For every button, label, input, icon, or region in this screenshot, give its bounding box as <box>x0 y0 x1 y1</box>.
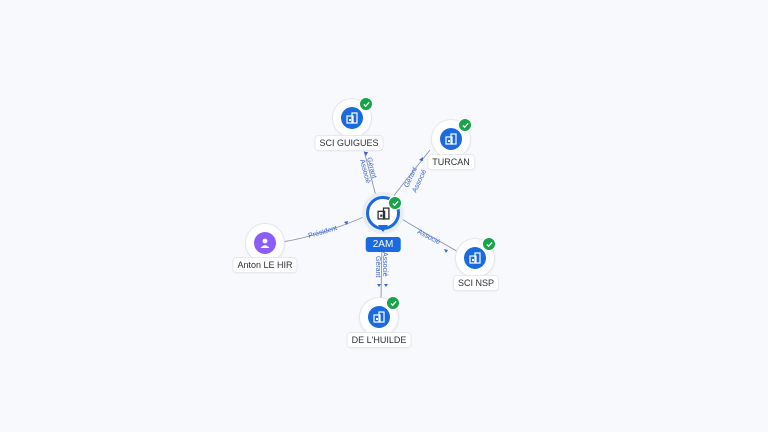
edge-arrow-sci-guigues <box>364 152 368 156</box>
building-icon <box>464 247 486 269</box>
verified-check-icon <box>359 97 373 111</box>
edge-arrow-de-lhuilde-2 <box>384 284 388 287</box>
building-icon <box>368 306 390 328</box>
node-label-sci-guigues: SCI GUIGUES <box>315 136 383 150</box>
building-icon <box>341 107 363 129</box>
node-ring <box>246 224 284 262</box>
node-ring <box>360 296 400 336</box>
person-icon <box>254 232 276 254</box>
node-ring <box>456 237 496 277</box>
verified-check-icon <box>482 237 496 251</box>
edge-sci-nsp <box>399 217 463 255</box>
node-label-anton-le-hir: Anton LE HIR <box>233 258 297 272</box>
edge-anton <box>281 215 367 243</box>
node-label-turcan: TURCAN <box>428 155 474 169</box>
node-ring <box>432 118 472 158</box>
node-label-sci-nsp: SCI NSP <box>453 276 499 290</box>
edge-arrow-anton <box>344 221 348 225</box>
edge-arrow-turcan <box>419 157 423 161</box>
edge-turcan <box>391 149 431 199</box>
verified-check-icon <box>386 296 400 310</box>
node-label-de-lhuilde: DE L'HUILDE <box>347 333 411 347</box>
edge-label-de-lhuilde-2: Associé <box>381 252 388 277</box>
edge-label-anton: Président <box>308 225 338 240</box>
node-ring <box>333 97 373 137</box>
edge-label-de-lhuilde-1: Gérant <box>374 256 381 277</box>
edge-label-sci-nsp: Associé <box>416 229 441 247</box>
verified-check-icon <box>458 118 472 132</box>
pin-tip <box>378 225 388 232</box>
building-icon <box>440 128 462 150</box>
node-label-center: 2AM <box>365 237 401 252</box>
verified-check-icon <box>388 196 402 210</box>
edge-arrow-de-lhuilde <box>377 284 381 287</box>
edge-arrow-sci-nsp <box>444 249 448 253</box>
